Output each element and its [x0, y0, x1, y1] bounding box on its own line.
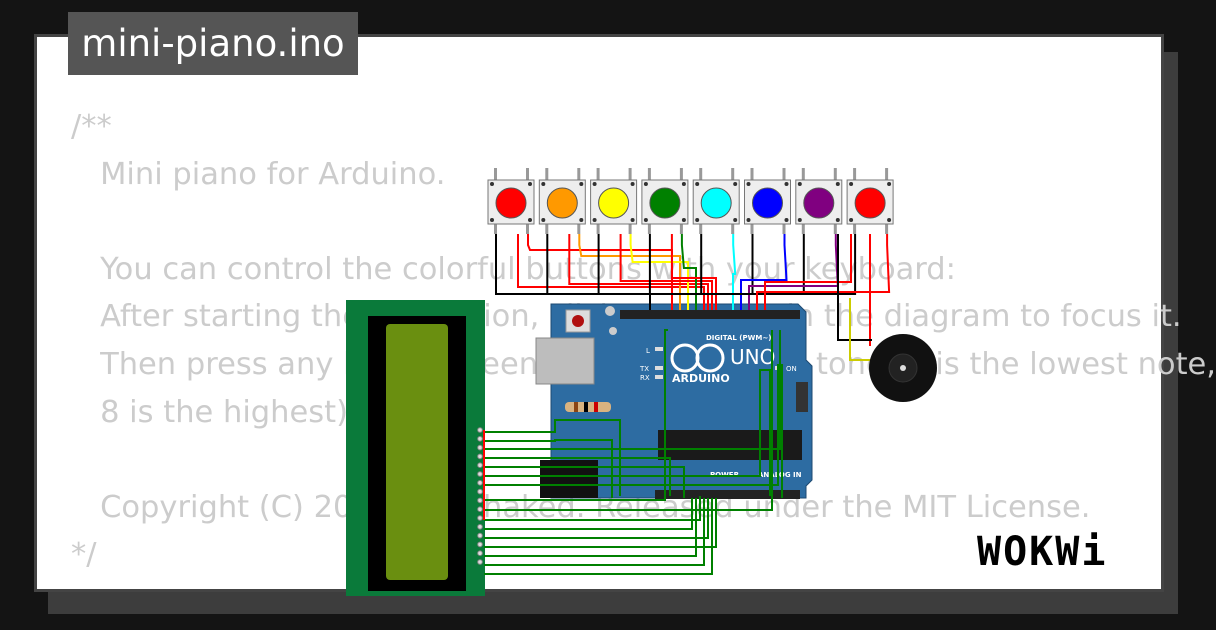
piano-key-button[interactable]: [744, 168, 791, 234]
wire: [578, 234, 681, 310]
wire: [649, 234, 703, 310]
analog-label: ANALOG IN: [758, 471, 802, 479]
wire: [484, 498, 717, 548]
digital-label: DIGITAL (PWM~): [706, 334, 771, 342]
power-jack: [540, 460, 598, 498]
wire: [597, 234, 651, 310]
wire: [756, 234, 891, 310]
rx-label: RX: [640, 374, 650, 382]
code-line: Copyright (C) 2021, Uri Shaked. Released…: [71, 489, 1091, 525]
wire: [680, 234, 697, 310]
wire: [484, 419, 621, 496]
wire: [484, 466, 685, 498]
wire: [484, 498, 709, 539]
button-cap[interactable]: [854, 187, 886, 219]
board-name: UNO: [730, 345, 775, 369]
code-line: */: [71, 537, 97, 573]
wire: [484, 329, 668, 501]
wire: [484, 369, 771, 496]
wire: [837, 234, 872, 341]
piano-key-button[interactable]: [538, 168, 586, 234]
button-cap[interactable]: [598, 187, 630, 219]
reset-button-cap: [572, 315, 584, 327]
wire: [495, 234, 651, 310]
mount-hole-icon: [609, 327, 617, 335]
wire: [484, 496, 701, 521]
wokwi-logo: WOKWi: [975, 529, 1145, 575]
wire: [484, 364, 783, 498]
power-header: [655, 490, 800, 499]
wire: [764, 234, 852, 310]
wire: [484, 498, 693, 530]
usb-port: [535, 337, 595, 385]
button-cap[interactable]: [546, 187, 578, 219]
wire: [748, 234, 839, 310]
board-brand: ARDUINO: [672, 372, 730, 385]
button-cap[interactable]: [700, 187, 732, 219]
piano-key-button[interactable]: [692, 168, 740, 234]
piano-key-button[interactable]: [590, 168, 638, 234]
button-cap[interactable]: [803, 187, 835, 219]
wire: [732, 234, 737, 310]
wire: [484, 439, 613, 498]
wire: [484, 498, 705, 566]
code-line: Mini piano for Arduino.: [71, 156, 446, 192]
button-cap[interactable]: [495, 187, 527, 219]
wires: [483, 234, 891, 575]
piano-key-button[interactable]: [846, 168, 894, 234]
wire: [619, 234, 713, 310]
wokwi-logo-icon: WOKWi: [977, 529, 1107, 575]
project-filename: mini-piano.ino: [68, 12, 358, 75]
code-line: /**: [71, 109, 112, 144]
button-cap[interactable]: [752, 187, 783, 219]
pushbuttons[interactable]: [487, 168, 894, 234]
digital-header: [620, 310, 800, 319]
wire: [670, 234, 717, 310]
wire: [517, 234, 705, 310]
wire: [484, 457, 671, 496]
wire: [740, 234, 788, 310]
piano-key-button[interactable]: [487, 168, 535, 234]
wire: [484, 330, 781, 450]
l-label: L: [646, 347, 650, 355]
tx-label: TX: [639, 365, 649, 373]
icsp-header: [796, 382, 808, 412]
wire: [484, 330, 773, 511]
lcd-display[interactable]: [346, 300, 485, 596]
mount-hole-icon: [605, 306, 615, 316]
lcd-screen: [386, 324, 448, 580]
wire: [568, 234, 709, 310]
wire: [484, 498, 713, 575]
buzzer[interactable]: [869, 334, 937, 402]
button-cap[interactable]: [649, 187, 681, 219]
wire: [649, 234, 857, 310]
piano-key-button[interactable]: [795, 168, 843, 234]
code-line: You can control the colorful buttons wit…: [71, 251, 956, 287]
piano-key-button[interactable]: [641, 168, 689, 234]
code-line: 8 is the highest).: [71, 394, 358, 430]
wire: [849, 298, 872, 361]
wire: [649, 234, 805, 310]
on-label: ON: [786, 365, 797, 373]
svg-text:WOKWi: WOKWi: [977, 529, 1107, 575]
wire: [484, 498, 697, 557]
